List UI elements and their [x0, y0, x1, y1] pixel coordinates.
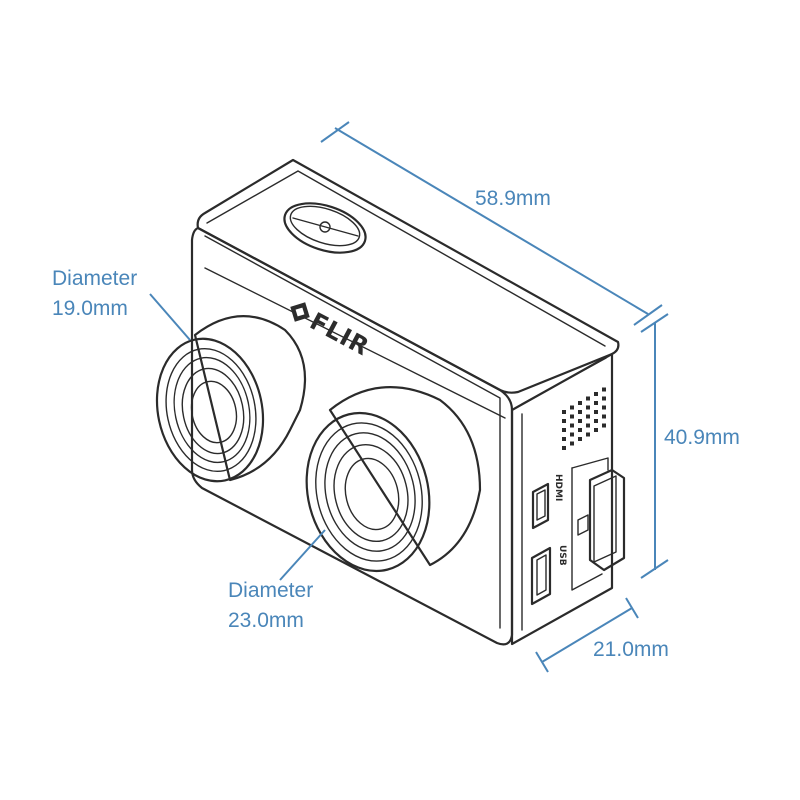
small-lens-barrel: [193, 315, 307, 482]
depth-tick-start: [535, 651, 549, 673]
large-lens-label: Diameter: [228, 579, 313, 602]
large-lens-value: 23.0mm: [228, 609, 304, 632]
length-label: 58.9mm: [475, 187, 551, 210]
grille-dot: [562, 437, 566, 441]
hdmi-label: HDMI: [553, 474, 563, 501]
grille-dot: [562, 419, 566, 423]
grille-dot: [586, 423, 590, 428]
top-bevel-line: [206, 170, 606, 347]
grille-dot: [594, 428, 598, 432]
usb-port: USB: [530, 545, 567, 606]
dimension-lines: [149, 121, 669, 673]
grille-dot: [570, 414, 574, 419]
small-lens-label: Diameter: [52, 267, 137, 290]
length-tick-start: [320, 121, 350, 143]
height-label: 40.9mm: [664, 426, 740, 449]
grille-dot: [570, 423, 574, 428]
depth-dimension-line: [541, 607, 633, 663]
small-lens: [155, 315, 307, 483]
grille-dot: [602, 423, 606, 428]
speaker-grille: [562, 387, 606, 450]
length-dimension-line: [334, 127, 649, 315]
mode-switch: [577, 514, 589, 536]
depth-label: 21.0mm: [593, 638, 669, 661]
flir-diamond-icon: [290, 302, 310, 322]
grille-dot: [602, 396, 606, 401]
small-lens-leader: [149, 293, 191, 341]
camera-front-face: [190, 226, 514, 646]
shutter-button: [283, 202, 367, 254]
brand-text: FLIR: [305, 307, 374, 361]
grille-dot: [602, 405, 606, 410]
hdmi-port: HDMI: [531, 474, 563, 530]
grille-dot: [594, 392, 598, 396]
depth-tick-end: [625, 597, 639, 619]
length-tick-end: [633, 304, 663, 326]
height-tick-end: [640, 559, 669, 579]
grille-dot: [602, 414, 606, 419]
grille-dot: [578, 428, 582, 432]
side-door-clip: [571, 457, 626, 591]
large-lens-leader: [279, 529, 326, 581]
grille-dot: [586, 396, 590, 401]
grille-dot: [594, 401, 598, 405]
grille-dot: [570, 441, 574, 446]
grille-dot: [578, 419, 582, 423]
grille-dot: [586, 405, 590, 410]
grille-dot: [570, 405, 574, 410]
grille-dot: [586, 414, 590, 419]
grille-dot: [578, 401, 582, 405]
grille-dot: [578, 437, 582, 441]
side-bevel-line: [521, 357, 607, 405]
large-lens-barrel: [328, 386, 482, 567]
front-bevel-line: [204, 235, 501, 629]
grille-dot: [586, 432, 590, 437]
large-lens: [305, 386, 482, 573]
front-inner-edge: [204, 267, 506, 419]
grille-dot: [602, 387, 606, 392]
grille-dot: [578, 410, 582, 414]
height-tick-start: [640, 313, 669, 333]
camera-body: FLIR HDMI USB: [190, 158, 626, 646]
grille-dot: [562, 410, 566, 414]
grille-dot: [570, 432, 574, 437]
grille-dot: [562, 428, 566, 432]
usb-label: USB: [557, 545, 567, 566]
grille-dot: [594, 419, 598, 423]
camera-top-face: [196, 158, 620, 394]
grille-dot: [594, 410, 598, 414]
small-lens-value: 19.0mm: [52, 297, 128, 320]
flir-logo: FLIR: [290, 302, 374, 361]
grille-dot: [562, 446, 566, 450]
